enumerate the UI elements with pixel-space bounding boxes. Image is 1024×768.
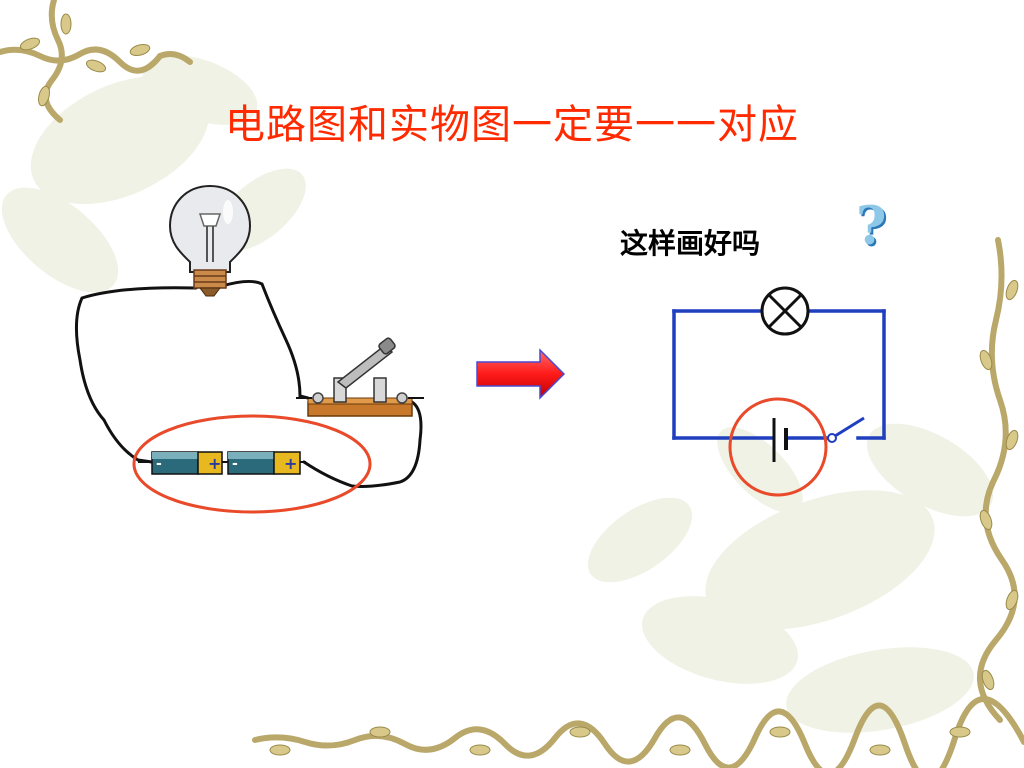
battery-icon: - + - + [138, 451, 306, 475]
battery-highlight-ring [132, 414, 372, 514]
switch-symbol-icon [827, 416, 865, 443]
wire-right-bottom [302, 400, 423, 488]
wire-right-top [220, 279, 310, 400]
battery-symbol-icon [772, 418, 788, 462]
battery-1-minus: - [156, 456, 162, 472]
lamp-symbol-icon [760, 286, 810, 336]
question-mark-icon: ? [856, 196, 887, 257]
light-bulb-icon [168, 184, 252, 297]
slide-title: 电路图和实物图一定要一一对应 [225, 102, 799, 148]
wire-left [75, 286, 198, 464]
battery-symbol-highlight-ring [728, 397, 828, 497]
right-arrow-icon [476, 348, 566, 400]
battery-1-plus: + [208, 454, 221, 473]
question-text: 这样画好吗 [620, 227, 761, 260]
battery-2-minus: - [232, 456, 238, 472]
battery-2-plus: + [284, 454, 297, 473]
knife-switch-icon [296, 337, 424, 417]
